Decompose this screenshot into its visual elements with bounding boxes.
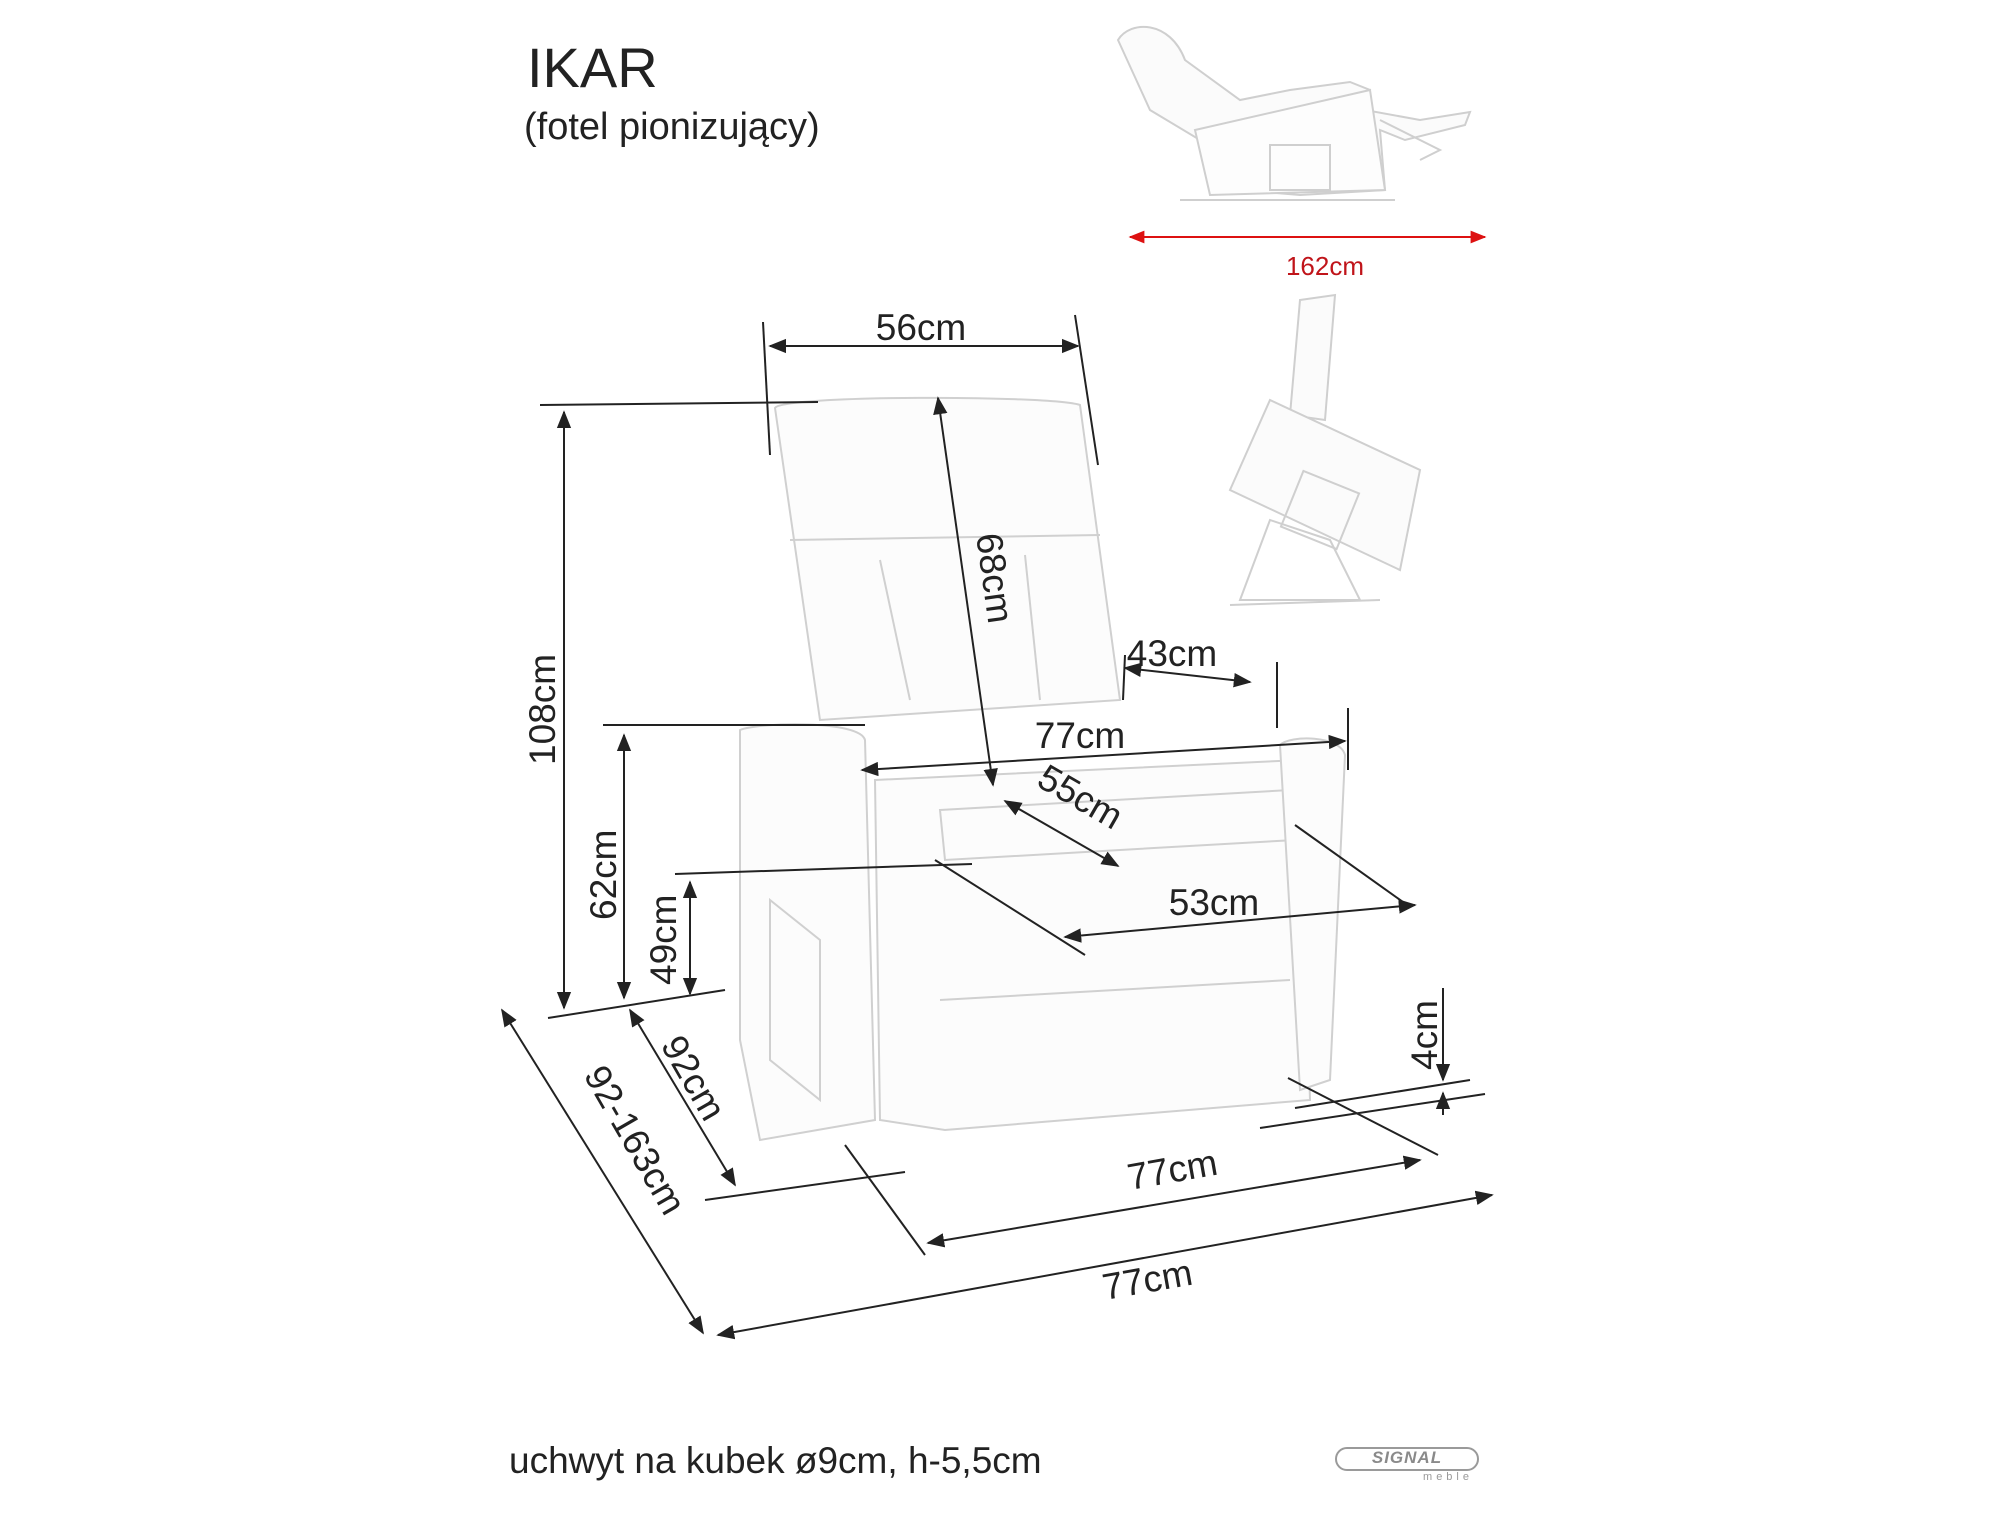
product-subtitle: (fotel pionizujący) — [524, 106, 820, 148]
main-chair-sketch — [739, 396, 1347, 1142]
reclined-length-label: 162cm — [1286, 251, 1364, 281]
logo-sub: meble — [1423, 1471, 1473, 1483]
label-total-height: 108cm — [522, 654, 563, 765]
label-backrest-width: 56cm — [876, 307, 966, 348]
label-seat-width: 53cm — [1169, 882, 1259, 923]
logo-pill-shape — [1335, 1447, 1479, 1471]
reclined-chair-sketch — [1116, 26, 1472, 201]
logo-brand: SIGNAL — [1371, 1448, 1443, 1467]
label-seat-height: 49cm — [643, 895, 684, 985]
label-total-width-top: 77cm — [1035, 715, 1125, 756]
cup-holder-note: uchwyt na kubek ø9cm, h-5,5cm — [509, 1440, 1042, 1481]
label-armrest-height: 62cm — [583, 830, 624, 920]
label-base-clearance: 4cm — [1404, 1000, 1445, 1070]
label-armrest-spacing: 43cm — [1127, 633, 1217, 674]
label-depth: 92cm — [653, 1029, 734, 1128]
product-title: IKAR — [527, 36, 658, 99]
label-width-base-outer: 77cm — [1099, 1252, 1195, 1308]
lift-chair-sketch — [1228, 293, 1422, 606]
label-width-base-inner: 77cm — [1124, 1142, 1220, 1198]
brand-logo: SIGNAL meble — [1335, 1447, 1485, 1485]
